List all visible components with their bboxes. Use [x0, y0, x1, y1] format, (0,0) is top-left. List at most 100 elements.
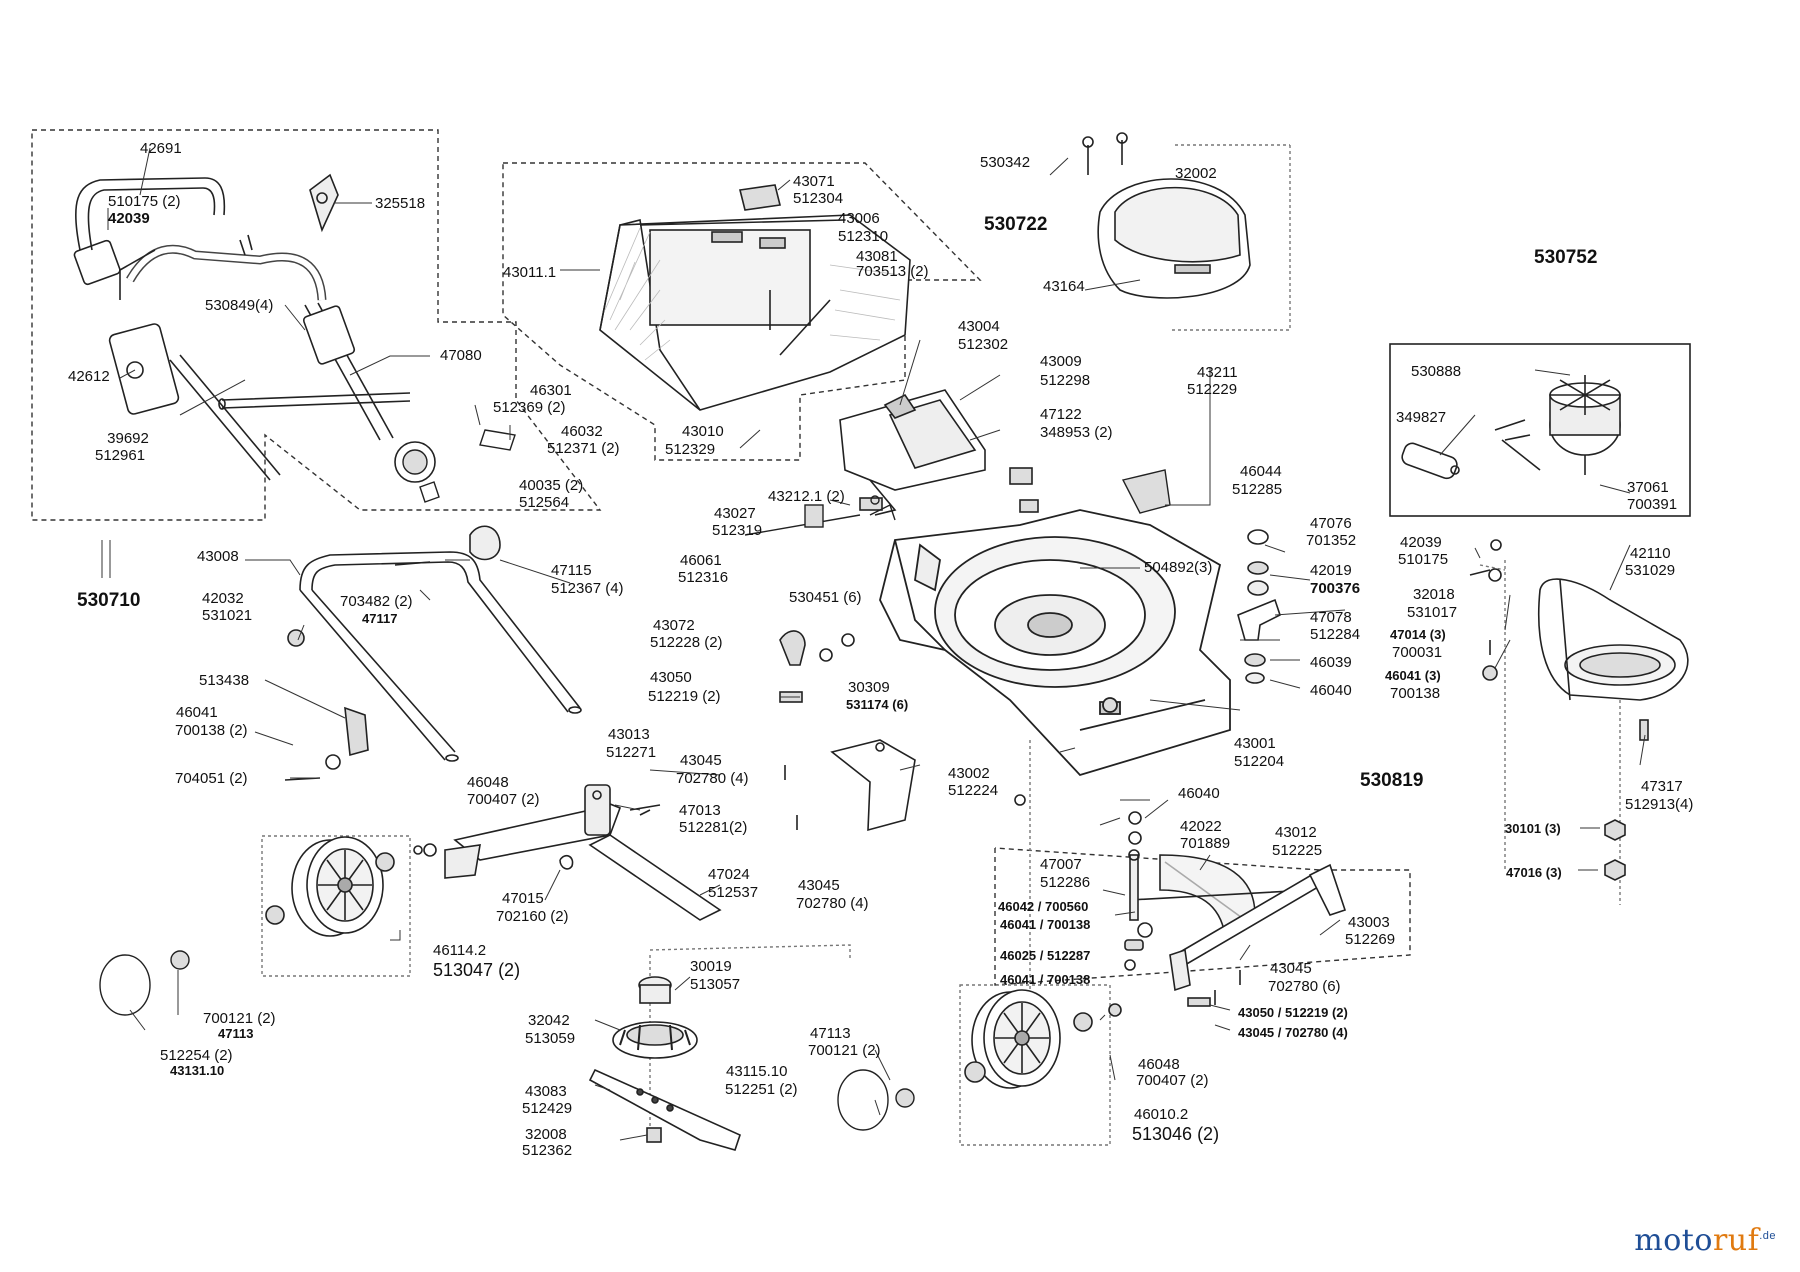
part-label: 703482 (2) [340, 593, 413, 610]
part-label: 46048 [467, 774, 509, 791]
part-label: 512281(2) [679, 819, 748, 836]
part-label: 703513 (2) [856, 263, 929, 280]
part-label: 531017 [1407, 604, 1458, 621]
part-label: 43013 [608, 726, 650, 743]
part-label: 512304 [793, 190, 844, 207]
part-label: 42039 [108, 210, 150, 227]
label-plate-drawing [1121, 469, 1171, 514]
part-label: 43006 [838, 210, 880, 227]
part-label: 47076 [1310, 515, 1352, 532]
leader-lines [101, 147, 1646, 1141]
part-label: 43004 [958, 318, 1000, 335]
part-label: 43001 [1234, 735, 1276, 752]
part-label: 46040 [1178, 785, 1220, 802]
side-knob-drawing [1237, 529, 1281, 684]
part-label: 43045 / 702780 (4) [1238, 1025, 1348, 1040]
part-label: 512362 [522, 1142, 573, 1159]
front-wheel-drawing [964, 989, 1122, 1089]
part-label: 42032 [202, 590, 244, 607]
part-label: 512371 (2) [547, 440, 620, 457]
part-label: 46044 [1240, 463, 1282, 480]
part-label: 42019 [1310, 562, 1352, 579]
part-label: 32042 [528, 1012, 570, 1029]
part-label: 512961 [95, 447, 146, 464]
part-label: 512204 [1234, 753, 1285, 770]
part-label: 42022 [1180, 818, 1222, 835]
mower-deck-drawing [879, 509, 1231, 777]
part-label: 43009 [1040, 353, 1082, 370]
part-label: 46032 [561, 423, 603, 440]
part-label: 700407 (2) [467, 791, 540, 808]
part-label: 30309 [848, 679, 890, 696]
group-530752-box [1389, 343, 1691, 517]
part-label: 512284 [1310, 626, 1361, 643]
part-label: 47113 [810, 1025, 851, 1042]
part-label: 43045 [680, 752, 722, 769]
part-label: 512224 [948, 782, 999, 799]
rear-flap-drawing [839, 389, 1039, 516]
part-label: 43071 [793, 173, 835, 190]
motor-drawing [1401, 375, 1621, 480]
part-label: 700407 (2) [1136, 1072, 1209, 1089]
part-label: 510175 (2) [108, 193, 181, 210]
motor-cover-drawing [1082, 132, 1251, 299]
part-label: 47024 [708, 866, 750, 883]
part-label: 512429 [522, 1100, 573, 1117]
group-label-530722: 530722 [984, 214, 1048, 235]
group-530819-outline [994, 847, 1411, 986]
part-label: 701352 [1306, 532, 1357, 549]
part-label: 43027 [714, 505, 756, 522]
part-label: 46025 / 512287 [1000, 948, 1091, 963]
part-label: 700138 [1390, 685, 1441, 702]
part-label: 348953 (2) [1040, 424, 1113, 441]
part-label: 700376 [1310, 580, 1361, 597]
part-label: 47007 [1040, 856, 1082, 873]
part-label: 513057 [690, 976, 741, 993]
front-axle-drawing [1124, 811, 1347, 1007]
part-label: 43072 [653, 617, 695, 634]
part-label: 46039 [1310, 654, 1352, 671]
part-label: 700121 (2) [203, 1010, 276, 1027]
part-label: 531021 [202, 607, 253, 624]
part-label: 43011.1 [503, 264, 557, 281]
discharge-chute-drawing [1469, 539, 1689, 881]
part-label: 513438 [199, 672, 250, 689]
part-label: 531174 (6) [846, 697, 909, 712]
part-label: 43211 [1197, 364, 1238, 381]
part-label: 512254 (2) [160, 1047, 233, 1064]
part-label: 47115 [551, 562, 592, 579]
part-label: 47016 (3) [1506, 865, 1562, 880]
part-label: 512219 (2) [648, 688, 721, 705]
rear-wheel-drawing [265, 836, 395, 937]
part-label: 530342 [980, 154, 1031, 171]
part-label: 43012 [1275, 824, 1317, 841]
part-label: 513059 [525, 1030, 576, 1047]
part-label: 43050 / 512219 (2) [1238, 1005, 1348, 1020]
part-label: 47080 [440, 347, 482, 364]
part-label: 42110 [1630, 545, 1671, 562]
part-label: 512367 (4) [551, 580, 624, 597]
part-label: 46301 [530, 382, 572, 399]
part-label: 700391 [1627, 496, 1678, 513]
part-label: 46041 / 700138 [1000, 917, 1091, 932]
handle-knobs-drawing [394, 429, 516, 503]
part-label: 700121 (2) [808, 1042, 881, 1059]
part-label: 512285 [1232, 481, 1283, 498]
part-label: 325518 [375, 195, 426, 212]
part-label: 47078 [1310, 609, 1352, 626]
rear-axle-drawing [413, 784, 722, 921]
part-label: 512298 [1040, 372, 1091, 389]
part-label: 43003 [1348, 914, 1390, 931]
part-label: 512319 [712, 522, 763, 539]
part-label: 530849(4) [205, 297, 274, 314]
deck-plate-drawing [830, 739, 916, 832]
part-label: 531029 [1625, 562, 1676, 579]
part-label: 512251 (2) [725, 1081, 798, 1098]
part-label: 37061 [1627, 479, 1669, 496]
part-label: 512329 [665, 441, 716, 458]
part-label: 702160 (2) [496, 908, 569, 925]
part-label: 504892(3) [1144, 559, 1213, 576]
group-530710-outline [31, 129, 602, 521]
